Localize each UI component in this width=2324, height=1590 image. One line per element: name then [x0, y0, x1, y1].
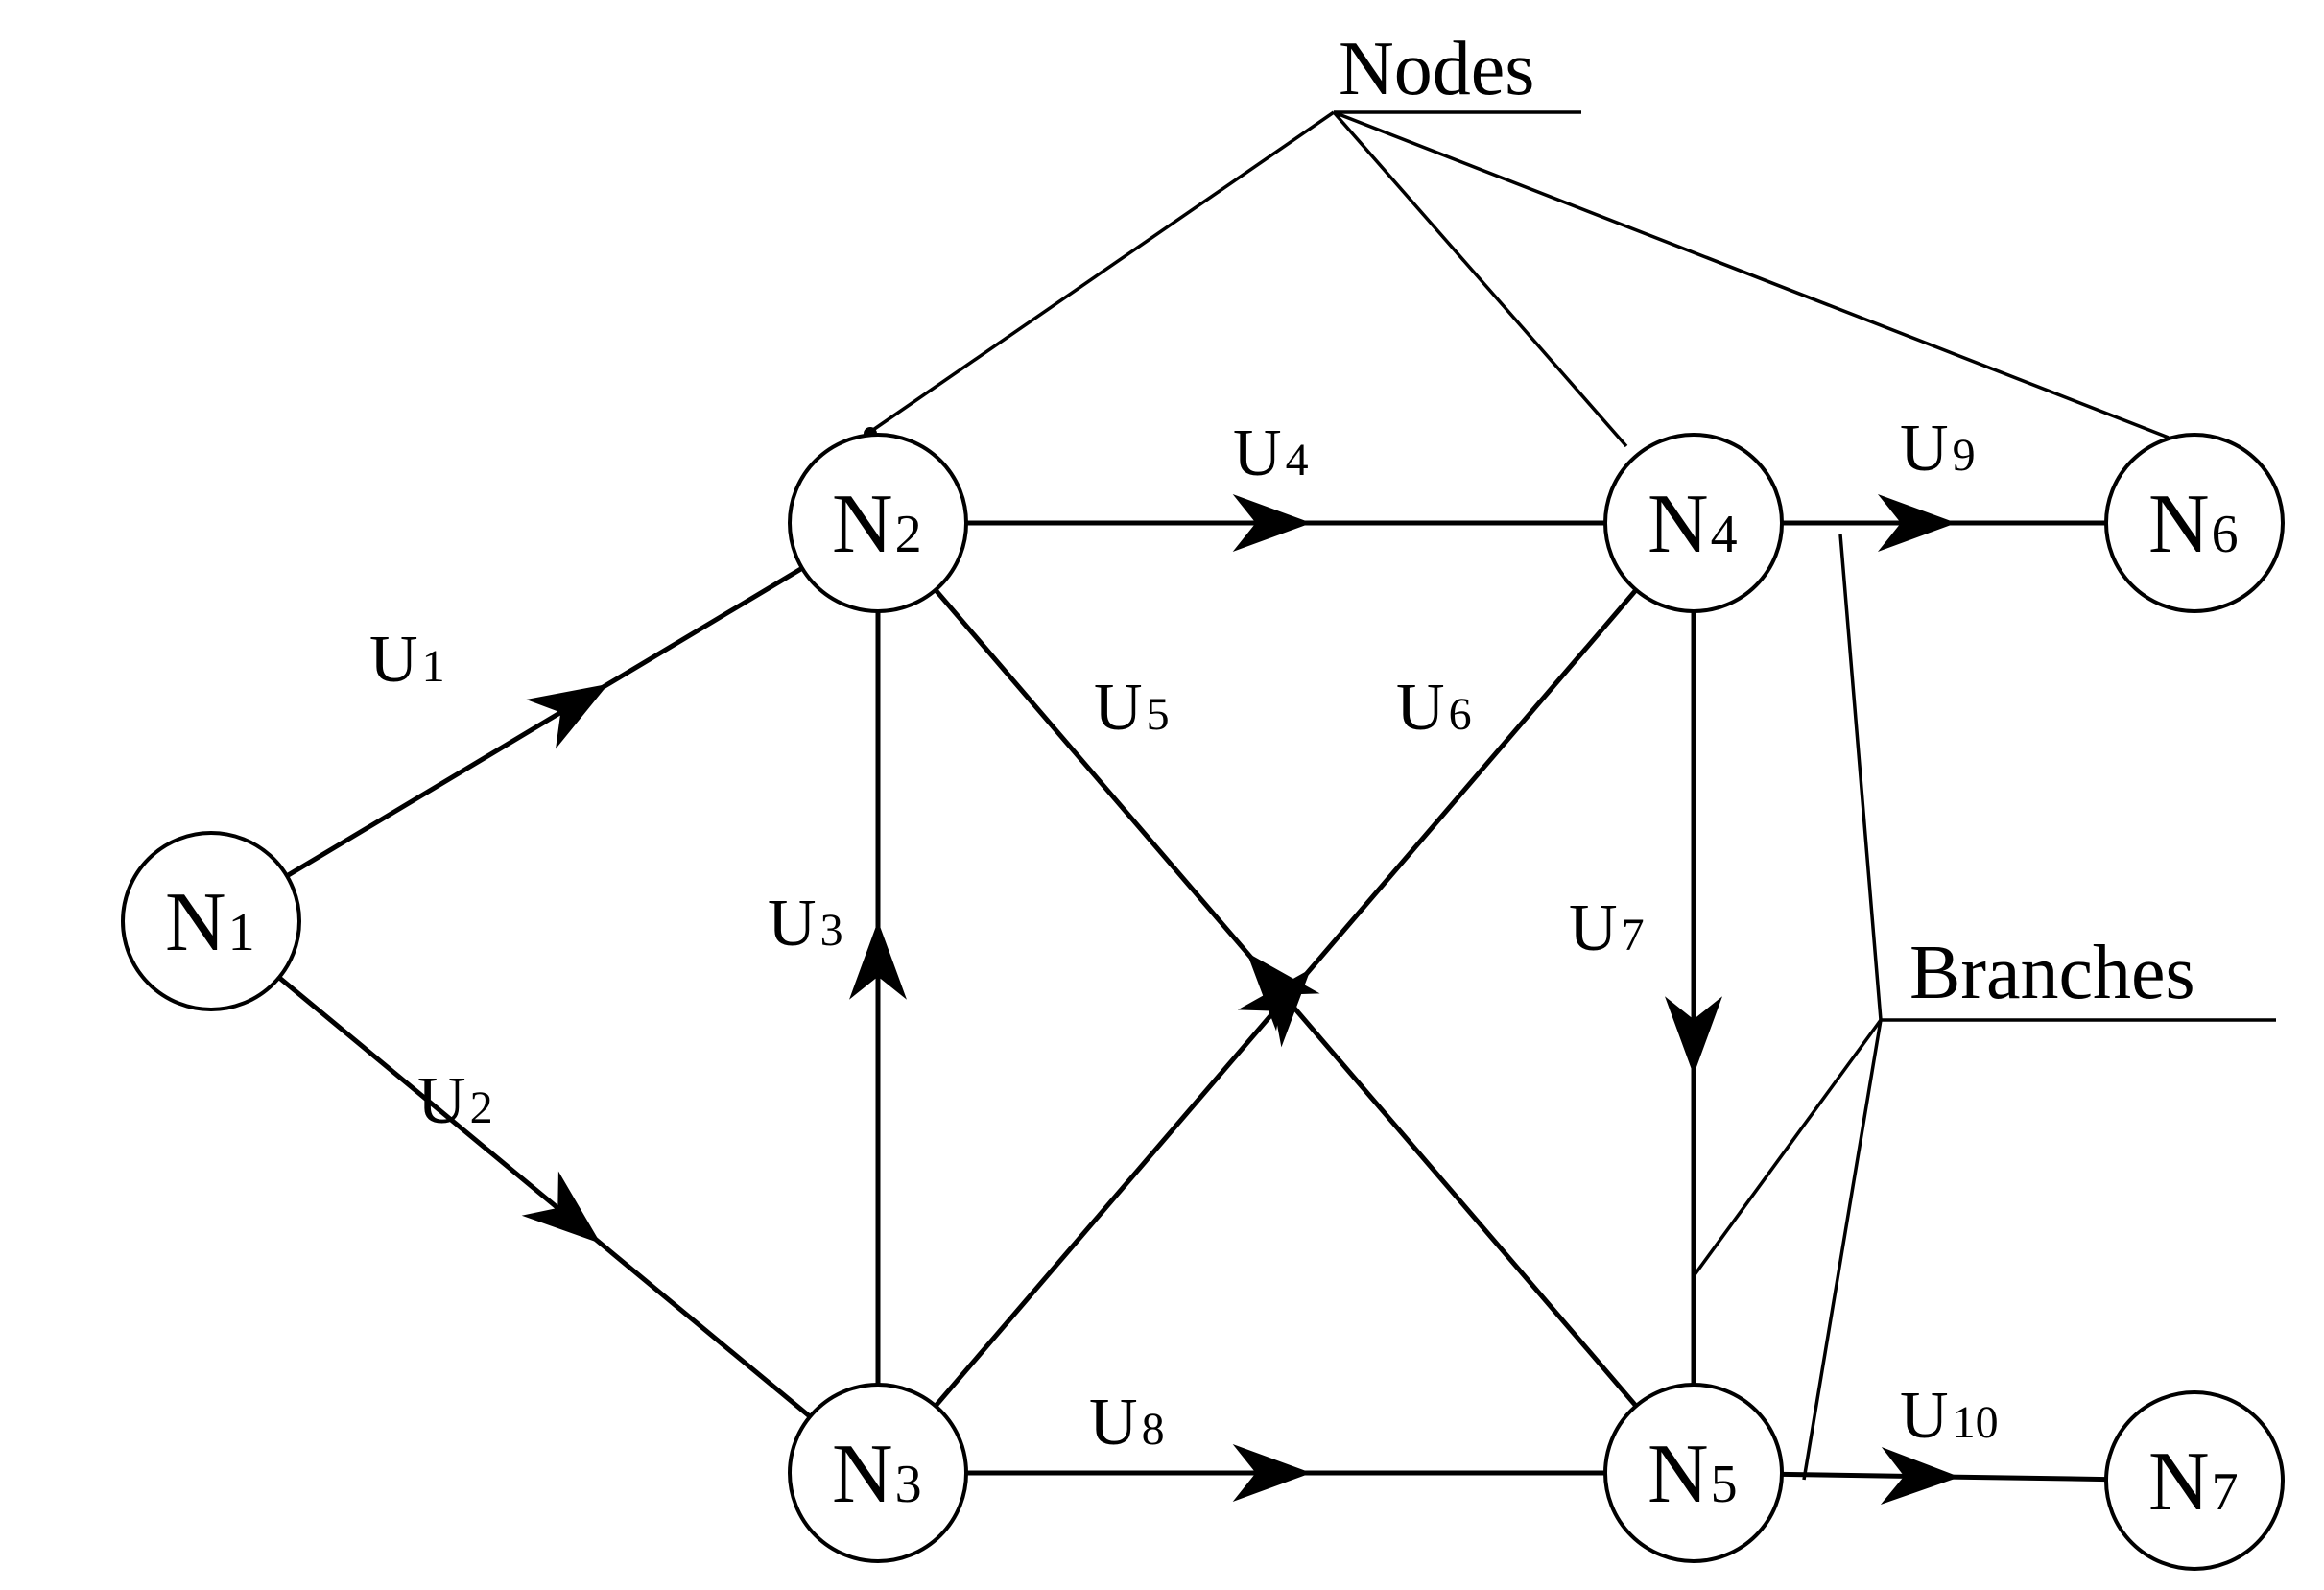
branches-callout-label: Branches	[1909, 931, 2195, 1015]
edge-label-u9: U9	[1900, 412, 1976, 486]
edge-u10	[1779, 1446, 2109, 1505]
node-circle-n5	[1603, 1383, 1784, 1563]
edge-label-u3: U3	[768, 887, 843, 961]
branches-callout: Branches	[1692, 534, 2276, 1481]
arrowhead-u10	[1880, 1446, 1960, 1505]
node-n6: N6	[2104, 433, 2285, 613]
edge-u4	[963, 494, 1608, 552]
nodes-callout: Nodes	[864, 27, 2170, 448]
edge-label-u10: U10	[1900, 1379, 1999, 1453]
nodes-leader-n6	[1333, 110, 2170, 439]
edge-u6	[933, 587, 1639, 1409]
node-circle-n6	[2104, 433, 2285, 613]
edge-u1	[284, 565, 805, 879]
node-circle-n1	[121, 831, 301, 1011]
arrowhead-u3	[849, 920, 907, 1000]
branches-leader-u7	[1692, 1018, 1883, 1278]
edge-u7	[1665, 608, 1722, 1388]
arrowhead-u8	[1232, 1444, 1312, 1502]
arrowhead-u1	[526, 683, 609, 749]
edge-line-u1	[284, 565, 805, 879]
branches-leader-u10	[1802, 1019, 1883, 1481]
branches-leader-u9	[1838, 534, 1883, 1021]
edge-label-u2: U2	[417, 1064, 493, 1138]
arrowhead-u9	[1877, 494, 1956, 552]
node-circle-n2	[788, 433, 968, 613]
edge-label-u6: U6	[1396, 671, 1472, 745]
edge-u2	[276, 975, 813, 1419]
edge-label-u4: U4	[1233, 416, 1309, 490]
node-n5: N5	[1603, 1383, 1784, 1563]
node-circle-n7	[2104, 1390, 2285, 1571]
edge-label-u7: U7	[1569, 891, 1645, 965]
nodes-leader-n2	[869, 110, 1335, 434]
edges-layer	[276, 494, 2109, 1505]
edge-u9	[1779, 494, 2109, 552]
arrowhead-u6	[1237, 968, 1312, 1048]
edge-line-u2	[276, 975, 813, 1419]
node-circle-n3	[788, 1383, 968, 1563]
edge-label-u1: U1	[369, 623, 445, 697]
node-circle-n4	[1603, 433, 1784, 613]
edge-label-u8: U8	[1089, 1386, 1165, 1459]
nodes-callout-label: Nodes	[1339, 27, 1534, 111]
node-n7: N7	[2104, 1390, 2285, 1571]
node-n4: N4	[1603, 433, 1784, 613]
edge-u8	[963, 1444, 1608, 1502]
nodes-leader-n4	[1332, 110, 1628, 448]
node-n3: N3	[788, 1383, 968, 1563]
arrowhead-u2	[521, 1171, 601, 1244]
arrowhead-u7	[1665, 996, 1722, 1076]
node-n1: N1	[121, 831, 301, 1011]
edge-label-u5: U5	[1094, 671, 1170, 745]
node-n2: N2	[788, 433, 968, 613]
arrowhead-u4	[1232, 494, 1312, 552]
edge-u3	[849, 608, 907, 1388]
